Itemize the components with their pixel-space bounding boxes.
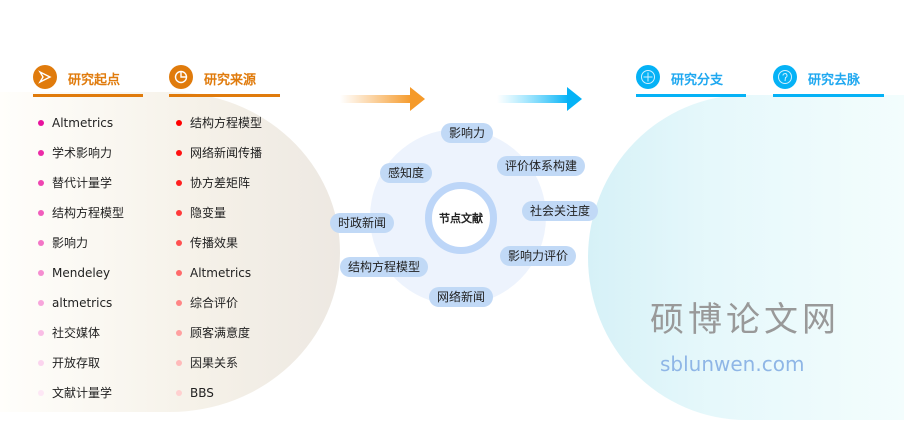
header-research-branch: 研究分支 <box>636 65 746 97</box>
send-icon <box>33 65 57 89</box>
bullet-dot-icon <box>38 240 44 246</box>
header-research-source: 研究来源 <box>169 65 280 97</box>
bullet-dot-icon <box>176 360 182 366</box>
center-node[interactable]: 节点文献 <box>425 182 497 254</box>
keyword-node[interactable]: 网络新闻 <box>428 287 494 307</box>
header-research-start: 研究起点 <box>33 65 143 97</box>
list-item-label: 网络新闻传播 <box>190 146 263 160</box>
bullet-dot-icon <box>176 270 182 276</box>
bullet-dot-icon <box>38 210 44 216</box>
pie-chart-icon <box>169 65 193 89</box>
list-item-label: Altmetrics <box>52 116 114 130</box>
keyword-node[interactable]: 影响力评价 <box>499 246 577 266</box>
list-item-label: 影响力 <box>52 236 89 250</box>
branch-background-shape <box>588 95 904 420</box>
bullet-dot-icon <box>38 300 44 306</box>
keyword-node[interactable]: 时政新闻 <box>329 213 395 233</box>
list-item-label: altmetrics <box>52 296 113 310</box>
list-item-label: 结构方程模型 <box>52 206 125 220</box>
bullet-dot-icon <box>38 270 44 276</box>
bullet-dot-icon <box>176 330 182 336</box>
list-item-label: 开放存取 <box>52 356 101 370</box>
header-underline <box>33 94 143 97</box>
bullet-dot-icon <box>38 150 44 156</box>
list-item-label: 综合评价 <box>190 296 239 310</box>
list-item-label: 学术影响力 <box>52 146 113 160</box>
header-underline <box>636 94 746 97</box>
bullet-dot-icon <box>38 120 44 126</box>
list-item-label: 传播效果 <box>190 236 239 250</box>
keyword-node[interactable]: 社会关注度 <box>521 201 599 221</box>
watermark-url: sblunwen.com <box>660 352 805 376</box>
list-item-label: 文献计量学 <box>52 386 113 400</box>
bullet-dot-icon <box>176 390 182 396</box>
center-node-label: 节点文献 <box>439 212 483 225</box>
list-item-label: 顾客满意度 <box>190 326 251 340</box>
keyword-node[interactable]: 感知度 <box>379 163 433 183</box>
list-item-label: Altmetrics <box>190 266 252 280</box>
orange-arrow-icon <box>340 87 425 111</box>
plus-circle-icon <box>636 65 660 89</box>
list-item-label: 替代计量学 <box>52 176 113 190</box>
header-title: 研究去脉 <box>808 73 861 88</box>
list-item-label: 结构方程模型 <box>190 116 263 130</box>
bullet-dot-icon <box>176 120 182 126</box>
bullet-dot-icon <box>176 150 182 156</box>
bullet-dot-icon <box>176 240 182 246</box>
list-item-label: 社交媒体 <box>52 326 101 340</box>
bullet-dot-icon <box>38 390 44 396</box>
header-research-trace: 研究去脉 <box>773 65 884 97</box>
keyword-node[interactable]: 评价体系构建 <box>496 156 586 176</box>
bullet-dot-icon <box>176 300 182 306</box>
list-item-label: BBS <box>190 386 214 400</box>
bullet-dot-icon <box>38 180 44 186</box>
bullet-dot-icon <box>176 210 182 216</box>
list-item-label: 因果关系 <box>190 356 239 370</box>
keyword-node[interactable]: 结构方程模型 <box>339 257 429 277</box>
header-title: 研究起点 <box>68 73 121 88</box>
watermark-logo: 硕博论文网 <box>650 300 840 340</box>
list-item-label: 协方差矩阵 <box>190 176 251 190</box>
list-item-label: Mendeley <box>52 266 111 280</box>
list-item-label: 隐变量 <box>190 206 227 220</box>
header-title: 研究来源 <box>204 73 257 88</box>
bullet-dot-icon <box>176 180 182 186</box>
bullet-dot-icon <box>38 330 44 336</box>
bullet-dot-icon <box>38 360 44 366</box>
blue-arrow-icon <box>497 87 582 111</box>
start-background-shape <box>0 92 340 412</box>
header-underline <box>773 94 884 97</box>
question-icon <box>773 65 797 89</box>
header-title: 研究分支 <box>671 73 724 88</box>
header-underline <box>169 94 280 97</box>
keyword-node[interactable]: 影响力 <box>440 123 494 143</box>
